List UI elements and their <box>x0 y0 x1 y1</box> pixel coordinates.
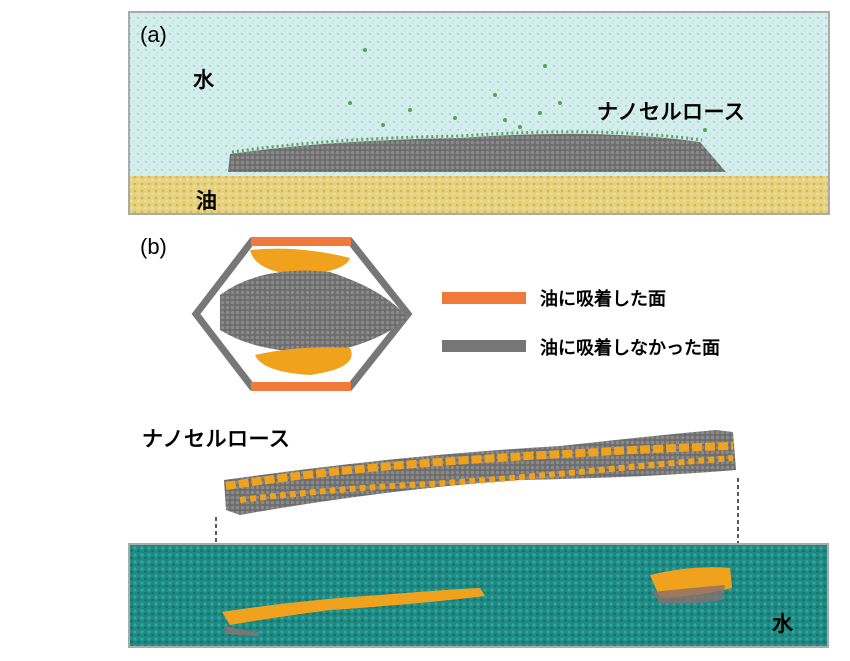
legend-swatch-not-adsorbed <box>442 340 526 352</box>
panel-a-simulation <box>128 11 830 215</box>
panel-b-nanocellulose-label: ナノセルロース <box>142 427 291 451</box>
cross-section-chains <box>220 248 408 375</box>
panel-a-water-label: 水 <box>193 68 215 92</box>
adsorbed-face-top <box>251 237 351 246</box>
panel-a-dispersed-molecules <box>348 48 707 132</box>
panel-b-label: (b) <box>140 234 167 259</box>
legend-swatch-adsorbed <box>442 292 526 304</box>
adsorbed-face-bottom <box>251 382 351 391</box>
panel-a-oil-region <box>130 176 828 213</box>
legend-label-not-adsorbed: 油に吸着しなかった面 <box>540 338 720 359</box>
legend-label-adsorbed: 油に吸着した面 <box>540 289 666 310</box>
panel-a-film-surface <box>231 130 703 154</box>
panel-b-water-label: 水 <box>772 612 794 636</box>
panel-a-nanocellulose-film <box>228 133 726 172</box>
cross-section-diagram <box>191 237 413 391</box>
panel-b-simulation <box>128 543 829 648</box>
panel-a-nanocellulose-label: ナノセルロース <box>597 100 746 124</box>
panel-a-oil-label: 油 <box>196 189 218 213</box>
panel-a-label: (a) <box>140 22 167 47</box>
nanocellulose-fiber <box>224 430 736 515</box>
